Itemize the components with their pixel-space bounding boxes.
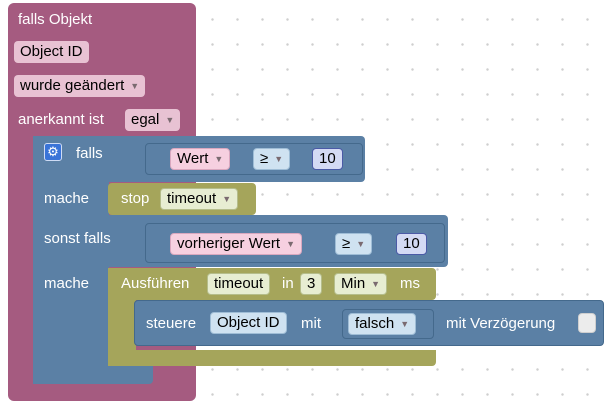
stop-timer-dropdown[interactable]: timeout ▼: [160, 188, 239, 210]
boolean-dropdown[interactable]: falsch ▼: [348, 313, 417, 335]
variable-dropdown-2[interactable]: vorheriger Wert ▼: [170, 233, 303, 255]
in-label: in: [282, 275, 294, 292]
dropdown-arrow-icon: ▼: [165, 115, 175, 125]
ack-dropdown[interactable]: egal ▼: [125, 109, 181, 131]
delay-checkbox[interactable]: [578, 313, 596, 333]
variable-text: Wert: [177, 150, 209, 167]
boolean-text: falsch: [355, 315, 395, 332]
timer-text: timeout: [167, 190, 217, 207]
control-label: steuere: [146, 315, 197, 332]
change-type-text: wurde geändert: [20, 77, 125, 94]
operator-dropdown-2[interactable]: ≥▼: [335, 233, 373, 255]
ack-text: egal: [131, 111, 160, 128]
number-input-2[interactable]: 10: [396, 233, 427, 255]
unit-text: Min: [341, 275, 366, 292]
object-id-text: Object ID: [20, 43, 83, 60]
elseif-label: sonst falls: [44, 230, 111, 247]
timeout-block-spine: [108, 268, 136, 366]
amount-text: 3: [307, 275, 316, 292]
operator-text: ≥: [342, 235, 351, 252]
dropdown-arrow-icon: ▼: [222, 194, 232, 204]
variable-dropdown-1[interactable]: Wert ▼: [170, 148, 231, 170]
time-unit-dropdown[interactable]: Min ▼: [334, 273, 388, 295]
ack-label: anerkannt ist: [18, 111, 104, 128]
do-label-2: mache: [44, 275, 90, 292]
gear-icon[interactable]: ⚙: [44, 143, 62, 161]
operator-dropdown-1[interactable]: ≥▼: [253, 148, 291, 170]
variable-text: vorheriger Wert: [177, 235, 281, 252]
dropdown-arrow-icon: ▼: [356, 239, 366, 249]
if-block-footer: [33, 364, 153, 384]
object-id-text: Object ID: [217, 314, 280, 331]
number-input-1[interactable]: 10: [312, 148, 343, 170]
object-id-field[interactable]: Object ID: [14, 41, 89, 63]
dropdown-arrow-icon: ▼: [371, 279, 381, 289]
change-type-dropdown[interactable]: wurde geändert ▼: [14, 75, 146, 97]
ms-label: ms: [400, 275, 420, 292]
if-block-spine: [33, 136, 109, 384]
dropdown-arrow-icon: ▼: [130, 81, 140, 91]
timeout-name-field[interactable]: timeout: [207, 273, 271, 295]
number-text: 10: [319, 150, 336, 167]
dropdown-arrow-icon: ▼: [286, 239, 296, 249]
stop-label: stop: [121, 190, 150, 207]
dropdown-arrow-icon: ▼: [274, 154, 284, 164]
number-text: 10: [403, 235, 420, 252]
delay-label: mit Verzögerung: [446, 315, 556, 332]
timeout-amount-input[interactable]: 3: [300, 273, 323, 295]
with-label: mit: [301, 315, 321, 332]
dropdown-arrow-icon: ▼: [214, 154, 224, 164]
timeout-block-footer: [108, 350, 436, 366]
dropdown-arrow-icon: ▼: [400, 319, 410, 329]
timer-text: timeout: [214, 275, 264, 292]
event-title: falls Objekt: [18, 11, 93, 28]
event-trigger-body: [8, 135, 34, 391]
operator-text: ≥: [260, 150, 269, 167]
if-label: falls: [76, 145, 103, 162]
execute-label: Ausführen: [121, 275, 190, 292]
do-label-1: mache: [44, 190, 90, 207]
control-object-id-field[interactable]: Object ID: [210, 312, 287, 334]
